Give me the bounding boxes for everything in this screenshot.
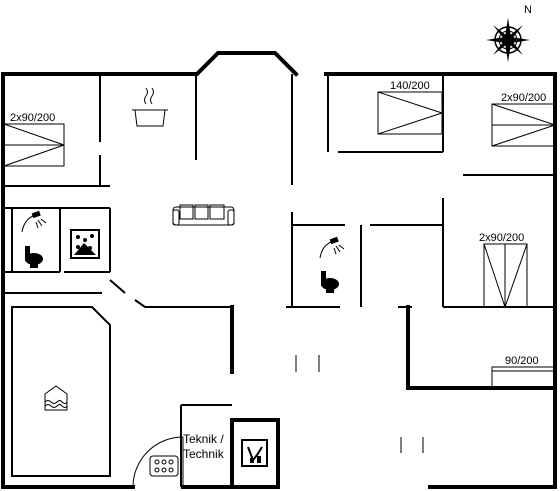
whirlpool-icon — [149, 455, 179, 477]
bed-left-label: 2x90/200 — [10, 112, 55, 124]
bed-left: 2x90/200 — [3, 112, 65, 167]
technik-label-line1: Teknik / — [183, 432, 224, 446]
north-label: N — [524, 4, 532, 16]
bed-top-right-label: 2x90/200 — [501, 92, 546, 104]
shower-icon-2 — [319, 236, 345, 259]
bed-mid-right-label: 2x90/200 — [479, 232, 524, 244]
shower-icon — [21, 210, 47, 233]
bed-single: 90/200 — [491, 355, 556, 389]
sofa-icon — [172, 204, 235, 226]
bed-top-center-label: 140/200 — [390, 80, 430, 92]
bed-mid-right: 2x90/200 — [479, 232, 528, 308]
outer-walls — [1, 51, 557, 489]
bed-single-label: 90/200 — [505, 355, 539, 367]
interior-walls — [3, 74, 555, 488]
compass-icon — [486, 18, 530, 62]
cooking-pot-icon — [132, 87, 168, 127]
washing-machine-icon — [241, 439, 268, 467]
sauna-icon — [70, 229, 100, 259]
bed-top-center: 140/200 — [377, 80, 443, 135]
pool-area — [11, 306, 111, 477]
pool-icon — [44, 385, 68, 411]
bed-top-right: 2x90/200 — [491, 92, 556, 147]
toilet-icon — [25, 246, 43, 268]
technik-label-line2: Technik — [183, 447, 225, 461]
toilet-icon-2 — [321, 271, 339, 293]
